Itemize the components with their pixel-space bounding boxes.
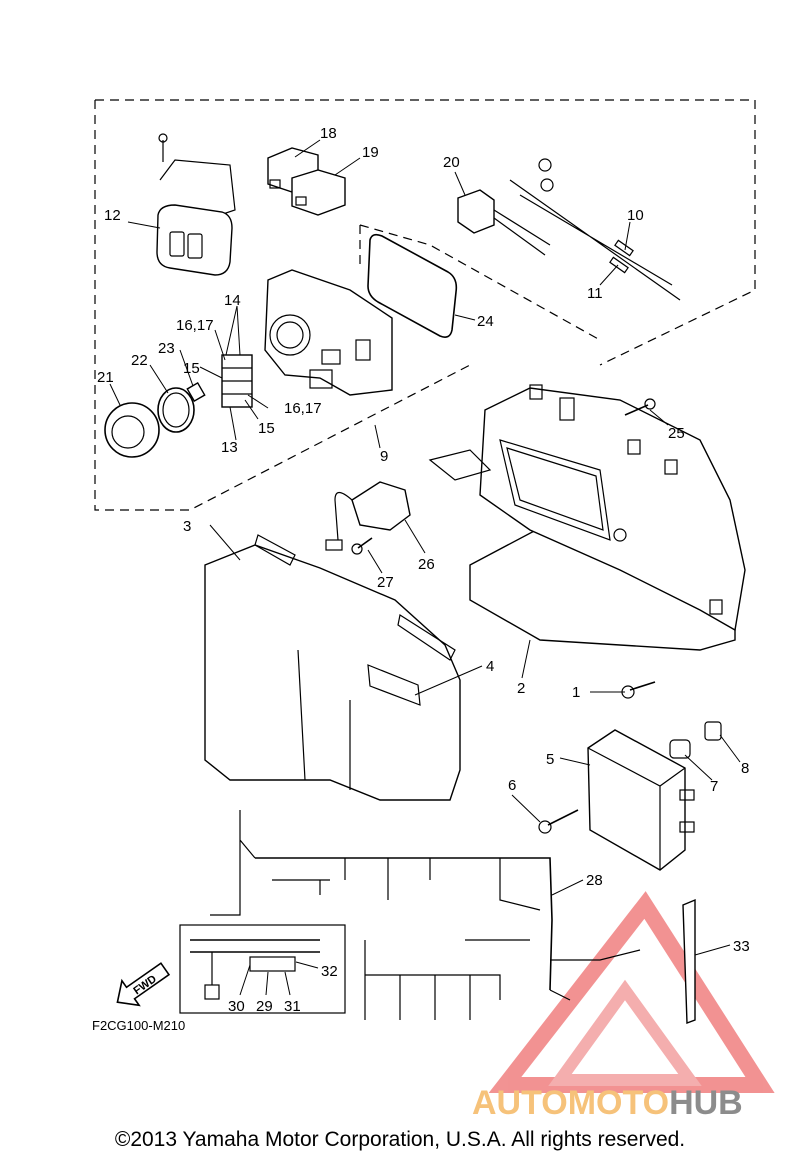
label-5: 5 [546, 751, 554, 768]
label-31: 31 [284, 998, 301, 1015]
label-7: 7 [710, 778, 718, 795]
label-28: 28 [586, 872, 603, 889]
label-6: 6 [508, 777, 516, 794]
label-1: 1 [572, 684, 580, 701]
label-24: 24 [477, 313, 494, 330]
label-33: 33 [733, 938, 750, 955]
figure-code: F2CG100-M210 [92, 1018, 185, 1033]
label-26: 26 [418, 556, 435, 573]
fwd-label: FWD [132, 973, 159, 997]
part-25-bolt [624, 398, 656, 416]
inset-29-32 [179, 924, 346, 1014]
part-3-cover [204, 534, 461, 801]
label-30: 30 [228, 998, 245, 1015]
part-20-and-cables [457, 158, 681, 301]
part-24-gasket [367, 233, 458, 338]
part-9-housing [264, 269, 393, 396]
label-3: 3 [183, 518, 191, 535]
part-labels: 18 19 12 20 10 11 24 14 16,17 23 22 15 2… [92, 125, 750, 1033]
label-21: 21 [97, 369, 114, 386]
inner-boundary [359, 224, 601, 341]
copyright-notice: ©2013 Yamaha Motor Corporation, U.S.A. A… [114, 1128, 686, 1151]
parts-13-17-fuse-block [186, 354, 253, 408]
part-18-19-relays [267, 147, 346, 216]
label-22: 22 [131, 352, 148, 369]
part-2-tray [428, 384, 746, 651]
part-28-harness [210, 810, 641, 1020]
label-20: 20 [443, 154, 460, 171]
label-32: 32 [321, 963, 338, 980]
label-13: 13 [221, 439, 238, 456]
label-29: 29 [256, 998, 273, 1015]
label-12: 12 [104, 207, 121, 224]
label-9: 9 [380, 448, 388, 465]
label-25: 25 [668, 425, 685, 442]
label-11: 11 [587, 285, 603, 302]
label-8: 8 [741, 760, 749, 777]
label-10: 10 [627, 207, 644, 224]
watermark-text: AUTOMOTOHUB [472, 1084, 743, 1122]
part-26-27-sensor [325, 481, 411, 555]
label-19: 19 [362, 144, 379, 161]
label-14: 14 [224, 292, 241, 309]
label-15-b: 15 [258, 420, 275, 437]
label-4: 4 [486, 658, 494, 675]
part-33-cable-tie [682, 898, 696, 1024]
part-12-cover [156, 133, 236, 276]
label-23: 23 [158, 340, 175, 357]
watermark-logo [488, 891, 775, 1093]
part-5-ecu [587, 729, 695, 871]
label-18: 18 [320, 125, 337, 142]
label-16-17-a: 16,17 [176, 317, 214, 334]
label-27: 27 [377, 574, 394, 591]
label-15-a: 15 [183, 360, 200, 377]
fwd-arrow: FWD [116, 962, 171, 1007]
label-16-17-b: 16,17 [284, 400, 322, 417]
label-2: 2 [517, 680, 525, 697]
parts-21-22-cap [104, 387, 195, 458]
leader-lines [109, 139, 741, 996]
assembly-boundary [94, 99, 756, 511]
fasteners-1-6-7-8 [538, 681, 722, 834]
